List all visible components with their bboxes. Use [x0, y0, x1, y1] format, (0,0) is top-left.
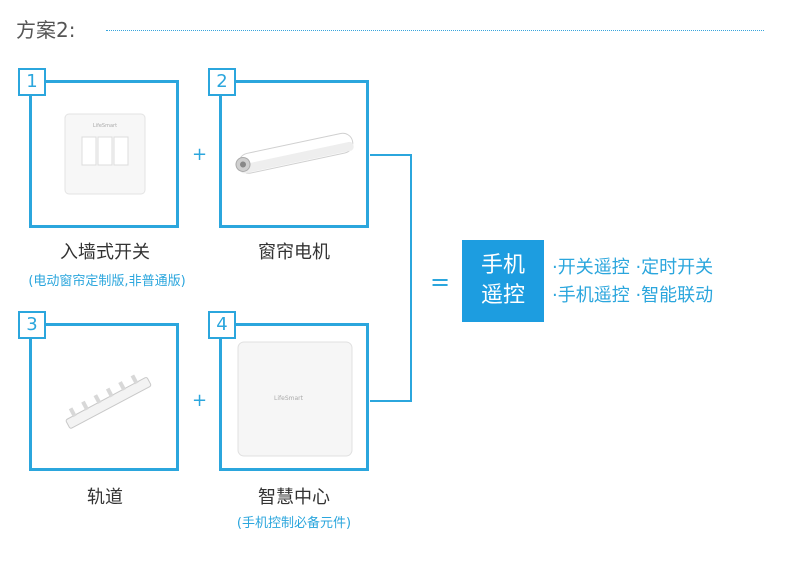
- brand-mark: LifeSmart: [93, 123, 117, 129]
- product-frame-wall-switch: LifeSmart: [29, 80, 179, 228]
- item-sublabel-4: (手机控制必备元件): [210, 512, 378, 531]
- item-number-2: 2: [208, 68, 236, 96]
- result-box-line2: 遥控: [462, 281, 544, 311]
- equals-sign: =: [430, 268, 450, 296]
- item-label-4: 智慧中心: [229, 483, 359, 509]
- wall-switch-image: LifeSmart: [64, 113, 146, 195]
- item-number-1: 1: [18, 68, 46, 96]
- curtain-motor-image: [232, 127, 362, 182]
- product-frame-curtain-motor: [219, 80, 369, 228]
- product-frame-smart-hub: LifeSmart: [219, 323, 369, 471]
- plus-sign-bottom: +: [192, 390, 207, 411]
- page-title: 方案2:: [16, 14, 75, 43]
- curtain-track-image: [58, 372, 158, 432]
- plus-sign-top: +: [192, 144, 207, 165]
- result-box-line1: 手机: [462, 251, 544, 281]
- smart-hub-image: LifeSmart: [236, 340, 354, 458]
- item-number-4: 4: [208, 311, 236, 339]
- item-sublabel-1: (电动窗帘定制版,非普通版): [0, 270, 214, 289]
- brand-mark: LifeSmart: [274, 395, 304, 402]
- item-label-1: 入墙式开关: [40, 238, 170, 264]
- dotted-divider: [106, 30, 764, 31]
- product-frame-curtain-track: [29, 323, 179, 471]
- feature-row-1: ·开关遥控 ·定时开关: [552, 253, 713, 279]
- feature-row-2: ·手机遥控 ·智能联动: [552, 281, 713, 307]
- item-label-3: 轨道: [40, 483, 170, 509]
- item-label-2: 窗帘电机: [229, 238, 359, 264]
- result-box: 手机 遥控: [462, 240, 544, 322]
- grouping-bracket: [370, 154, 412, 402]
- item-number-3: 3: [18, 311, 46, 339]
